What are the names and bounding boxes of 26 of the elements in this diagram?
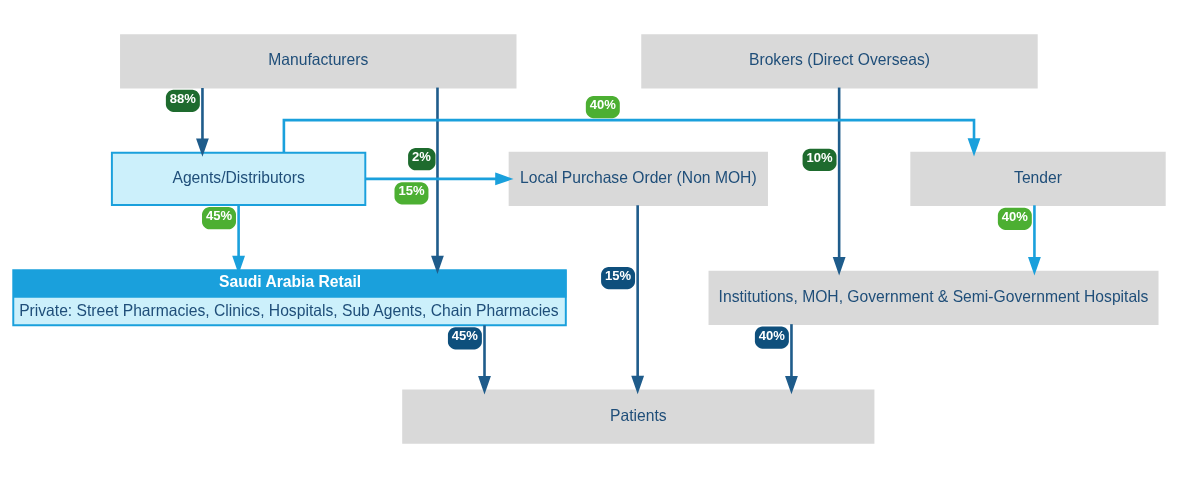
arrow [832, 87, 846, 275]
arrow [365, 172, 514, 185]
node-box: Tender [910, 151, 1166, 206]
edge-label: 88% [169, 90, 196, 106]
edge-label: 15% [605, 267, 632, 283]
arrow [785, 323, 798, 394]
edge-label: 2% [412, 148, 431, 164]
arrow [631, 204, 645, 394]
node-box: Institutions, MOH, Government & Semi-Government Hospitals [708, 270, 1159, 325]
edge-label: 10% [806, 149, 833, 165]
node-box: Brokers (Direct Overseas) [641, 33, 1038, 88]
node-box: Local Purchase Order (Non MOH) [508, 151, 768, 206]
edge-label: 40% [589, 96, 616, 112]
edge-label: 45% [205, 207, 233, 223]
arrow [1028, 204, 1041, 275]
edge-label: 40% [758, 327, 785, 343]
edge-label: 45% [451, 327, 478, 343]
node-box: Manufacturers [120, 33, 517, 88]
arrow [431, 87, 444, 274]
arrow [196, 87, 209, 157]
edge-label: 15% [398, 182, 425, 198]
node-box: Agents/Distributors [110, 151, 367, 206]
node-box: Patients [402, 389, 875, 444]
arrow [478, 324, 491, 394]
edge-label: 40% [1001, 208, 1028, 224]
arrow [282, 118, 981, 157]
